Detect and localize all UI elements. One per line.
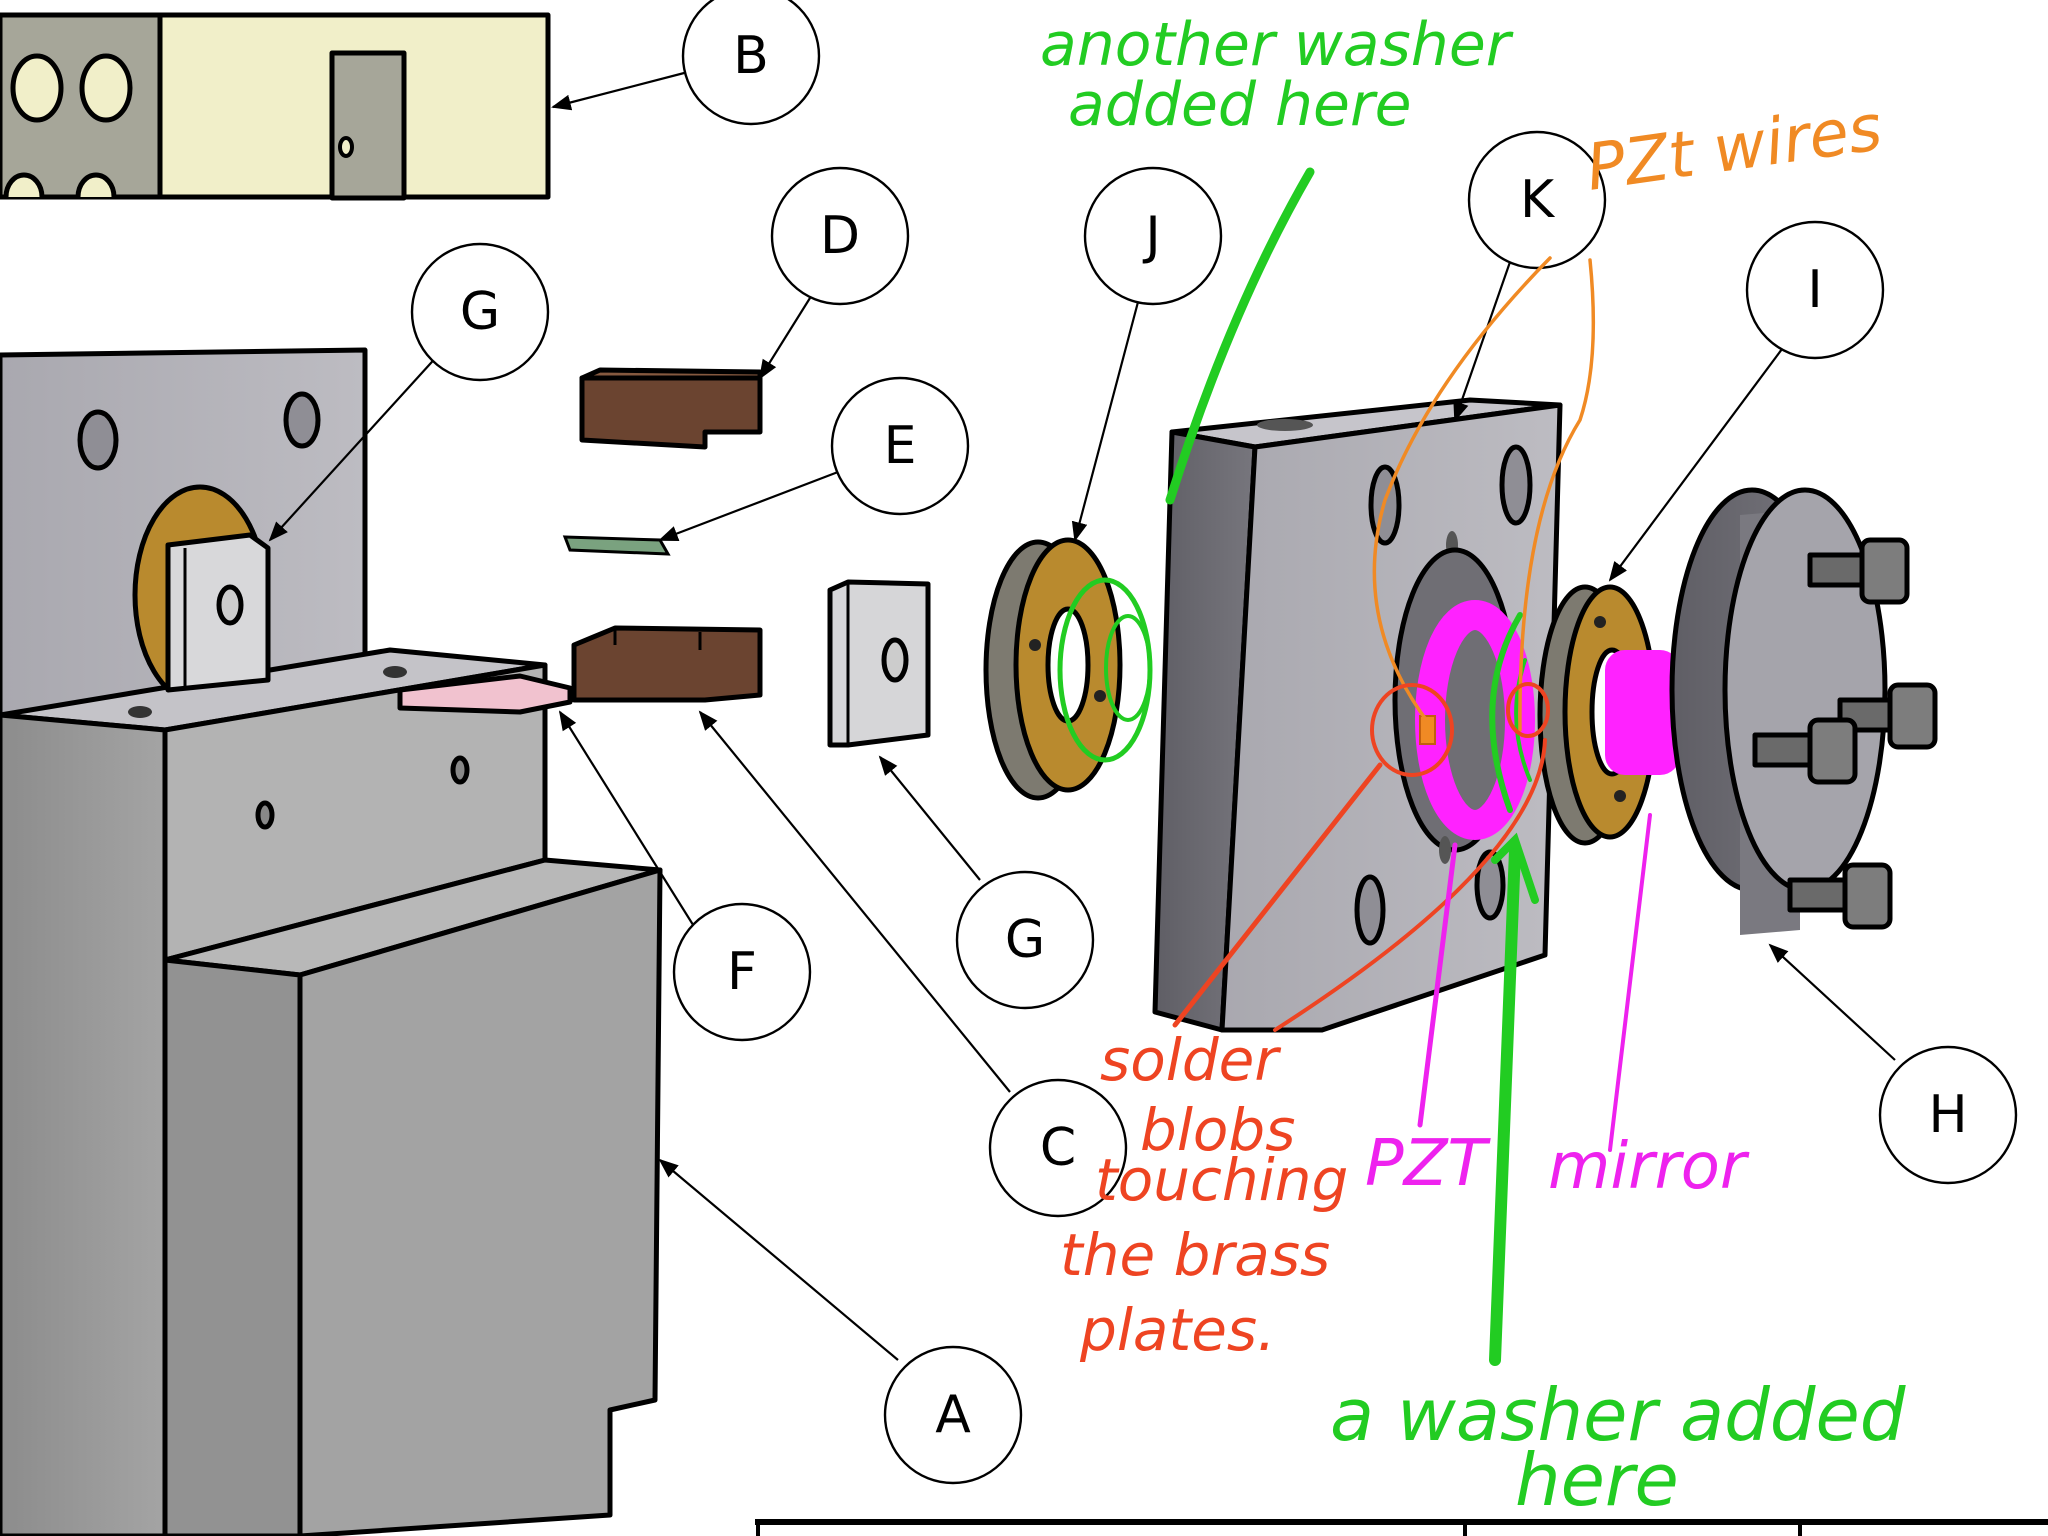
svg-text:a washer added: a washer added: [1330, 1373, 1907, 1457]
balloon-g-lower: G: [955, 870, 1095, 1010]
part-g-block: [827, 579, 931, 748]
mirror-highlight: [1605, 650, 1680, 775]
svg-text:C: C: [1040, 1118, 1076, 1178]
balloon-a: A: [883, 1345, 1023, 1485]
part-a-base: [0, 347, 663, 1536]
svg-text:touching: touching: [1095, 1146, 1348, 1214]
svg-text:G: G: [460, 282, 500, 342]
note-mirror: mirror: [1548, 1130, 1750, 1204]
note-another-washer: another washer added here: [1040, 10, 1514, 140]
svg-text:the brass: the brass: [1060, 1221, 1330, 1289]
svg-text:here: here: [1515, 1438, 1679, 1522]
leader-lines: [268, 70, 1896, 1361]
note-washer-added-here: a washer added here: [1330, 1373, 1907, 1522]
part-d-block: [579, 367, 763, 450]
part-e-strip: [562, 535, 671, 556]
svg-text:H: H: [1928, 1085, 1967, 1145]
part-c-block: [571, 625, 763, 703]
balloon-g-upper: G: [410, 242, 550, 382]
svg-text:B: B: [733, 26, 769, 86]
part-b-block: [0, 12, 551, 201]
screw-icon: [1752, 537, 1938, 930]
svg-text:blobs: blobs: [1140, 1096, 1295, 1164]
balloon-f: F: [672, 902, 812, 1042]
part-g-block-installed: [165, 532, 271, 693]
svg-text:PZt wires: PZt wires: [1582, 91, 1886, 206]
svg-text:F: F: [727, 942, 757, 1002]
balloon-i: I: [1745, 220, 1885, 360]
svg-text:K: K: [1520, 170, 1556, 230]
svg-text:J: J: [1142, 206, 1160, 266]
balloon-e: E: [830, 376, 970, 516]
balloon-d: D: [770, 166, 910, 306]
note-pzt: PZT: [1365, 1127, 1491, 1201]
note-pzt-wires: PZt wires: [1582, 91, 1886, 206]
part-h-cap: [1669, 487, 1938, 935]
svg-text:solder: solder: [1100, 1026, 1281, 1094]
part-k-mount: [1152, 397, 1563, 1033]
svg-text:mirror: mirror: [1548, 1130, 1750, 1204]
svg-text:D: D: [820, 206, 860, 266]
svg-text:A: A: [935, 1385, 971, 1445]
svg-text:PZT: PZT: [1365, 1127, 1491, 1201]
svg-text:another washer: another washer: [1040, 10, 1514, 80]
svg-text:G: G: [1005, 910, 1045, 970]
balloon-h: H: [1878, 1045, 2018, 1185]
balloon-j: J: [1083, 166, 1223, 306]
part-f-shim: [397, 673, 573, 715]
svg-text:added here: added here: [1068, 70, 1412, 140]
note-solder-blobs: solder blobs touching the brass plates.: [1060, 1026, 1348, 1364]
balloon-c: C: [988, 1078, 1128, 1218]
balloon-b: B: [681, 0, 821, 126]
title-block: [755, 1519, 2048, 1536]
svg-text:plates.: plates.: [1079, 1296, 1276, 1364]
markup-strokes: [1057, 167, 1652, 1366]
balloon-k: K: [1467, 130, 1607, 270]
svg-text:E: E: [884, 416, 917, 476]
svg-text:I: I: [1807, 260, 1822, 320]
